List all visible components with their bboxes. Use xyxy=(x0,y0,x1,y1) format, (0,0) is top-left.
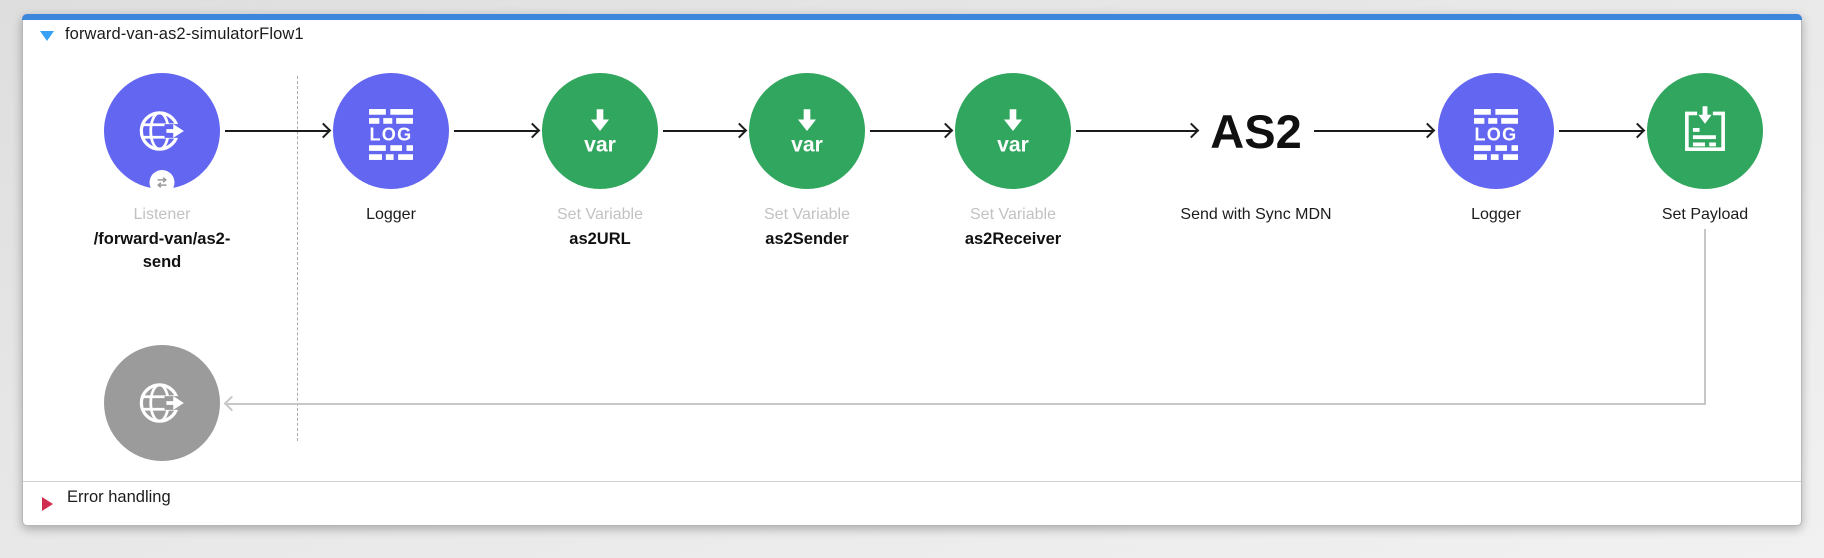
collapse-triangle-icon[interactable] xyxy=(40,31,54,41)
node-label: Send with Sync MDN xyxy=(1180,206,1332,223)
http-listener-icon[interactable] xyxy=(104,73,220,195)
log-lines-icon: LOG xyxy=(369,109,413,160)
svg-text:var: var xyxy=(584,134,616,157)
expand-triangle-icon[interactable] xyxy=(42,497,53,511)
error-handling-section[interactable]: Error handling xyxy=(23,482,1801,525)
flow-node-set-variable-as2url[interactable]: var Set Variable as2URL xyxy=(505,73,695,251)
set-variable-icon[interactable]: var xyxy=(542,73,658,189)
flow-node-set-variable-as2receiver[interactable]: var Set Variable as2Receiver xyxy=(918,73,1108,251)
node-name-label: /forward-van/as2-send xyxy=(93,230,231,271)
http-response-icon[interactable] xyxy=(104,345,220,461)
svg-text:LOG: LOG xyxy=(369,125,412,145)
connector-arrow xyxy=(1314,130,1433,132)
node-label: Logger xyxy=(1471,206,1521,223)
flow-node-as2-send[interactable]: AS2 Send with Sync MDN xyxy=(1161,73,1351,225)
globe-arrow-icon xyxy=(139,383,184,423)
flow-selection-bar xyxy=(22,14,1802,20)
logger-icon[interactable]: LOG xyxy=(333,73,449,189)
flow-title: forward-van-as2-simulatorFlow1 xyxy=(65,25,304,43)
flow-node-set-payload[interactable]: Set Payload xyxy=(1610,73,1800,225)
connector-arrow xyxy=(1076,130,1197,132)
error-handling-divider xyxy=(23,481,1801,482)
logger-icon[interactable]: LOG xyxy=(1438,73,1554,189)
flow-container[interactable]: forward-van-as2-simulatorFlow1 xyxy=(22,14,1802,526)
set-payload-icon[interactable] xyxy=(1647,73,1763,189)
node-type-label: Listener xyxy=(133,206,191,223)
flow-node-logger-1[interactable]: LOG Logger xyxy=(296,73,486,225)
flow-node-logger-2[interactable]: LOG Logger xyxy=(1401,73,1591,225)
flow-node-http-listener[interactable]: Listener /forward-van/as2-send xyxy=(67,73,257,274)
connector-arrow xyxy=(454,130,538,132)
flow-node-set-variable-as2sender[interactable]: var Set Variable as2Sender xyxy=(712,73,902,251)
connector-arrow xyxy=(870,130,951,132)
set-variable-icon[interactable]: var xyxy=(749,73,865,189)
node-name-label: as2URL xyxy=(569,230,631,248)
set-variable-icon[interactable]: var xyxy=(955,73,1071,189)
log-lines-icon: LOG xyxy=(1474,109,1518,160)
node-type-label: Set Variable xyxy=(970,206,1056,223)
error-handling-label: Error handling xyxy=(67,488,171,506)
node-name-label: as2Receiver xyxy=(964,230,1062,248)
response-wire-vertical xyxy=(1704,229,1706,404)
node-label: Set Payload xyxy=(1661,206,1749,223)
message-exchange-icon xyxy=(149,170,175,195)
var-down-arrow-icon: var xyxy=(791,109,823,157)
node-label: Logger xyxy=(366,206,416,223)
flow-title-row[interactable]: forward-van-as2-simulatorFlow1 xyxy=(23,21,1801,61)
svg-text:var: var xyxy=(997,134,1029,157)
flow-node-http-response[interactable] xyxy=(67,345,257,461)
connector-arrow xyxy=(225,130,329,132)
source-scope-dashed-divider xyxy=(297,76,298,441)
document-down-arrow-icon xyxy=(1685,106,1725,151)
node-type-label: Set Variable xyxy=(764,206,850,223)
node-name-label: as2Sender xyxy=(765,230,849,248)
svg-text:var: var xyxy=(791,134,823,157)
connector-arrow xyxy=(1559,130,1643,132)
connector-arrow xyxy=(663,130,745,132)
var-down-arrow-icon: var xyxy=(584,109,616,157)
var-down-arrow-icon: var xyxy=(997,109,1029,157)
globe-arrow-icon xyxy=(139,111,184,151)
as2-connector-icon[interactable]: AS2 xyxy=(1210,104,1302,158)
response-wire-horizontal xyxy=(226,403,1706,405)
node-type-label: Set Variable xyxy=(557,206,643,223)
svg-text:LOG: LOG xyxy=(1474,125,1517,145)
